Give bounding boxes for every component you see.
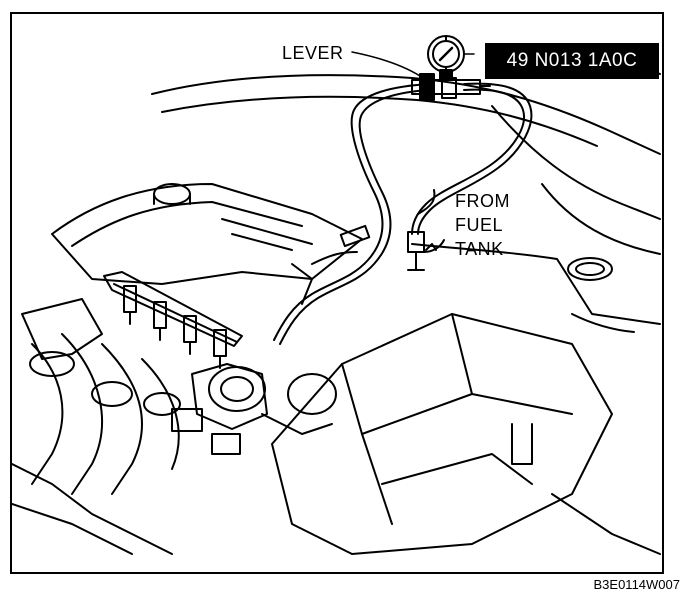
fuel-label: FUEL xyxy=(455,215,504,235)
tank-label: TANK xyxy=(455,239,504,259)
fuel-hose-right xyxy=(407,82,533,271)
from-label: FROM xyxy=(455,191,510,211)
throttle-body xyxy=(171,363,337,455)
figure-code: B3E0114W007 xyxy=(593,577,681,592)
fuel-hose-left xyxy=(273,83,431,345)
diagram-frame: LEVER 49 N013 1A0C FROM FUEL TANK xyxy=(10,12,664,574)
body-panels xyxy=(151,53,661,333)
gauge-needle-icon xyxy=(438,46,454,62)
reservoir-cap-icon xyxy=(567,257,613,281)
lever-leader-line xyxy=(351,51,421,77)
intake-manifold xyxy=(12,298,181,555)
engine-head xyxy=(51,183,363,305)
lever-label: LEVER xyxy=(282,43,344,63)
fuel-rail xyxy=(103,271,243,369)
gauge-lever-tee xyxy=(411,73,491,101)
hose-fitting-icon xyxy=(339,224,371,248)
hose-fitting-icon xyxy=(407,231,425,253)
lever-valve-icon xyxy=(419,73,435,101)
air-cleaner-housing xyxy=(271,313,661,555)
gauge-part-number-label: 49 N013 1A0C xyxy=(485,43,659,79)
engine-bay-illustration xyxy=(12,35,661,555)
flow-arrow-icon xyxy=(425,243,437,251)
